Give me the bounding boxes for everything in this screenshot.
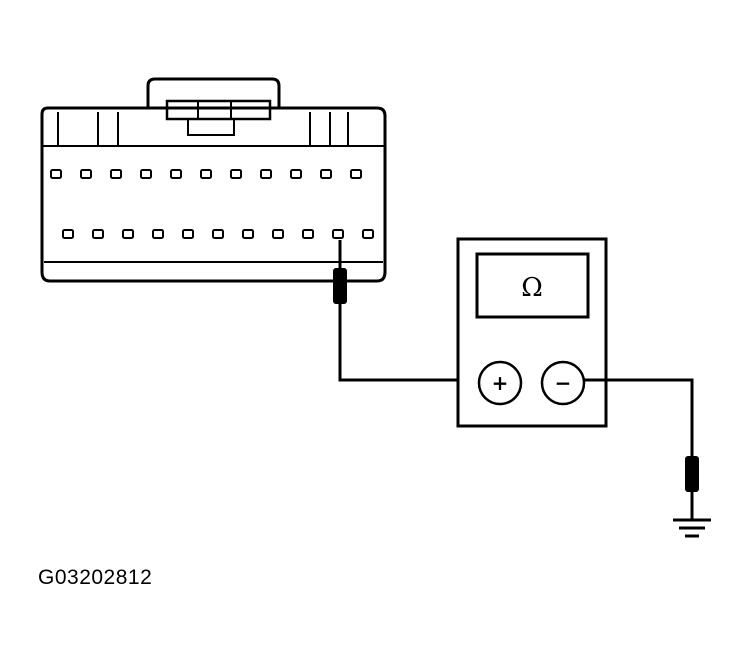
positive-probe-tip xyxy=(333,268,347,304)
connector-pin xyxy=(302,229,314,239)
connector-pin xyxy=(152,229,164,239)
ground-icon xyxy=(673,518,711,538)
connector-latch-tab xyxy=(187,118,235,136)
connector-latch-window xyxy=(165,99,272,121)
multimeter-display xyxy=(475,252,590,319)
connector-pin xyxy=(362,229,374,239)
figure-id: G03202812 xyxy=(38,566,153,589)
positive-terminal-label: + xyxy=(492,371,509,395)
positive-test-lead xyxy=(333,240,480,382)
electrical-connector xyxy=(40,77,387,283)
connector-pin xyxy=(110,169,122,179)
negative-terminal xyxy=(540,360,586,406)
connector-latch xyxy=(146,77,281,108)
multimeter: Ω + − xyxy=(456,237,608,428)
connector-pin xyxy=(62,229,74,239)
connector-pin xyxy=(182,229,194,239)
connector-pin xyxy=(122,229,134,239)
positive-terminal xyxy=(477,360,523,406)
connector-pin xyxy=(230,169,242,179)
connector-pin xyxy=(272,229,284,239)
connector-pin xyxy=(140,169,152,179)
connector-pin xyxy=(200,169,212,179)
connector-pin xyxy=(50,169,62,179)
negative-test-lead xyxy=(584,378,699,520)
negative-terminal-label: − xyxy=(555,371,572,395)
connector-pin xyxy=(290,169,302,179)
connector-pin xyxy=(242,229,254,239)
connector-pin xyxy=(320,169,332,179)
connector-pin xyxy=(92,229,104,239)
connector-top-pin-row xyxy=(50,169,362,179)
connector-bottom-pin-row xyxy=(62,229,374,239)
connector-pin xyxy=(170,169,182,179)
connector-pin xyxy=(80,169,92,179)
connector-pin xyxy=(332,229,344,239)
ohm-symbol: Ω xyxy=(521,273,543,303)
negative-probe-tip xyxy=(685,456,699,492)
connector-pin xyxy=(260,169,272,179)
connector-pin xyxy=(350,169,362,179)
connector-pin xyxy=(212,229,224,239)
connector-body xyxy=(40,106,387,283)
